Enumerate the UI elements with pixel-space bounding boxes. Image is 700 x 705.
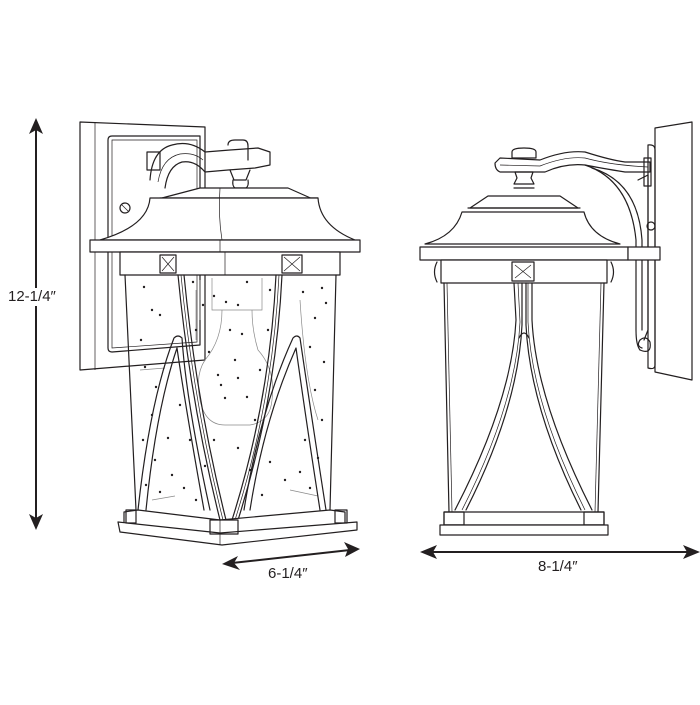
height-dimension-label: 12-1/4″	[8, 288, 56, 306]
front-base	[117, 509, 358, 546]
front-arm	[146, 139, 271, 189]
side-roof	[419, 195, 661, 261]
side-finial	[511, 147, 537, 189]
side-scroll-arm	[494, 151, 656, 352]
front-seeded-glass-dots	[139, 280, 328, 502]
side-base	[439, 511, 609, 536]
height-dimension-arrow	[29, 118, 43, 530]
side-glass-body	[443, 282, 605, 513]
side-view-lantern	[419, 121, 693, 536]
width-dimension-arrow	[222, 542, 360, 570]
extension-dimension-label: 8-1/4″	[538, 558, 578, 575]
front-glass-body	[124, 274, 337, 521]
side-cap-band	[433, 259, 615, 284]
front-view-lantern	[79, 121, 361, 546]
extension-dimension-arrow	[420, 545, 700, 559]
width-dimension-label: 6-1/4″	[268, 565, 308, 582]
front-cap-band	[119, 251, 341, 276]
front-roof	[89, 187, 361, 253]
